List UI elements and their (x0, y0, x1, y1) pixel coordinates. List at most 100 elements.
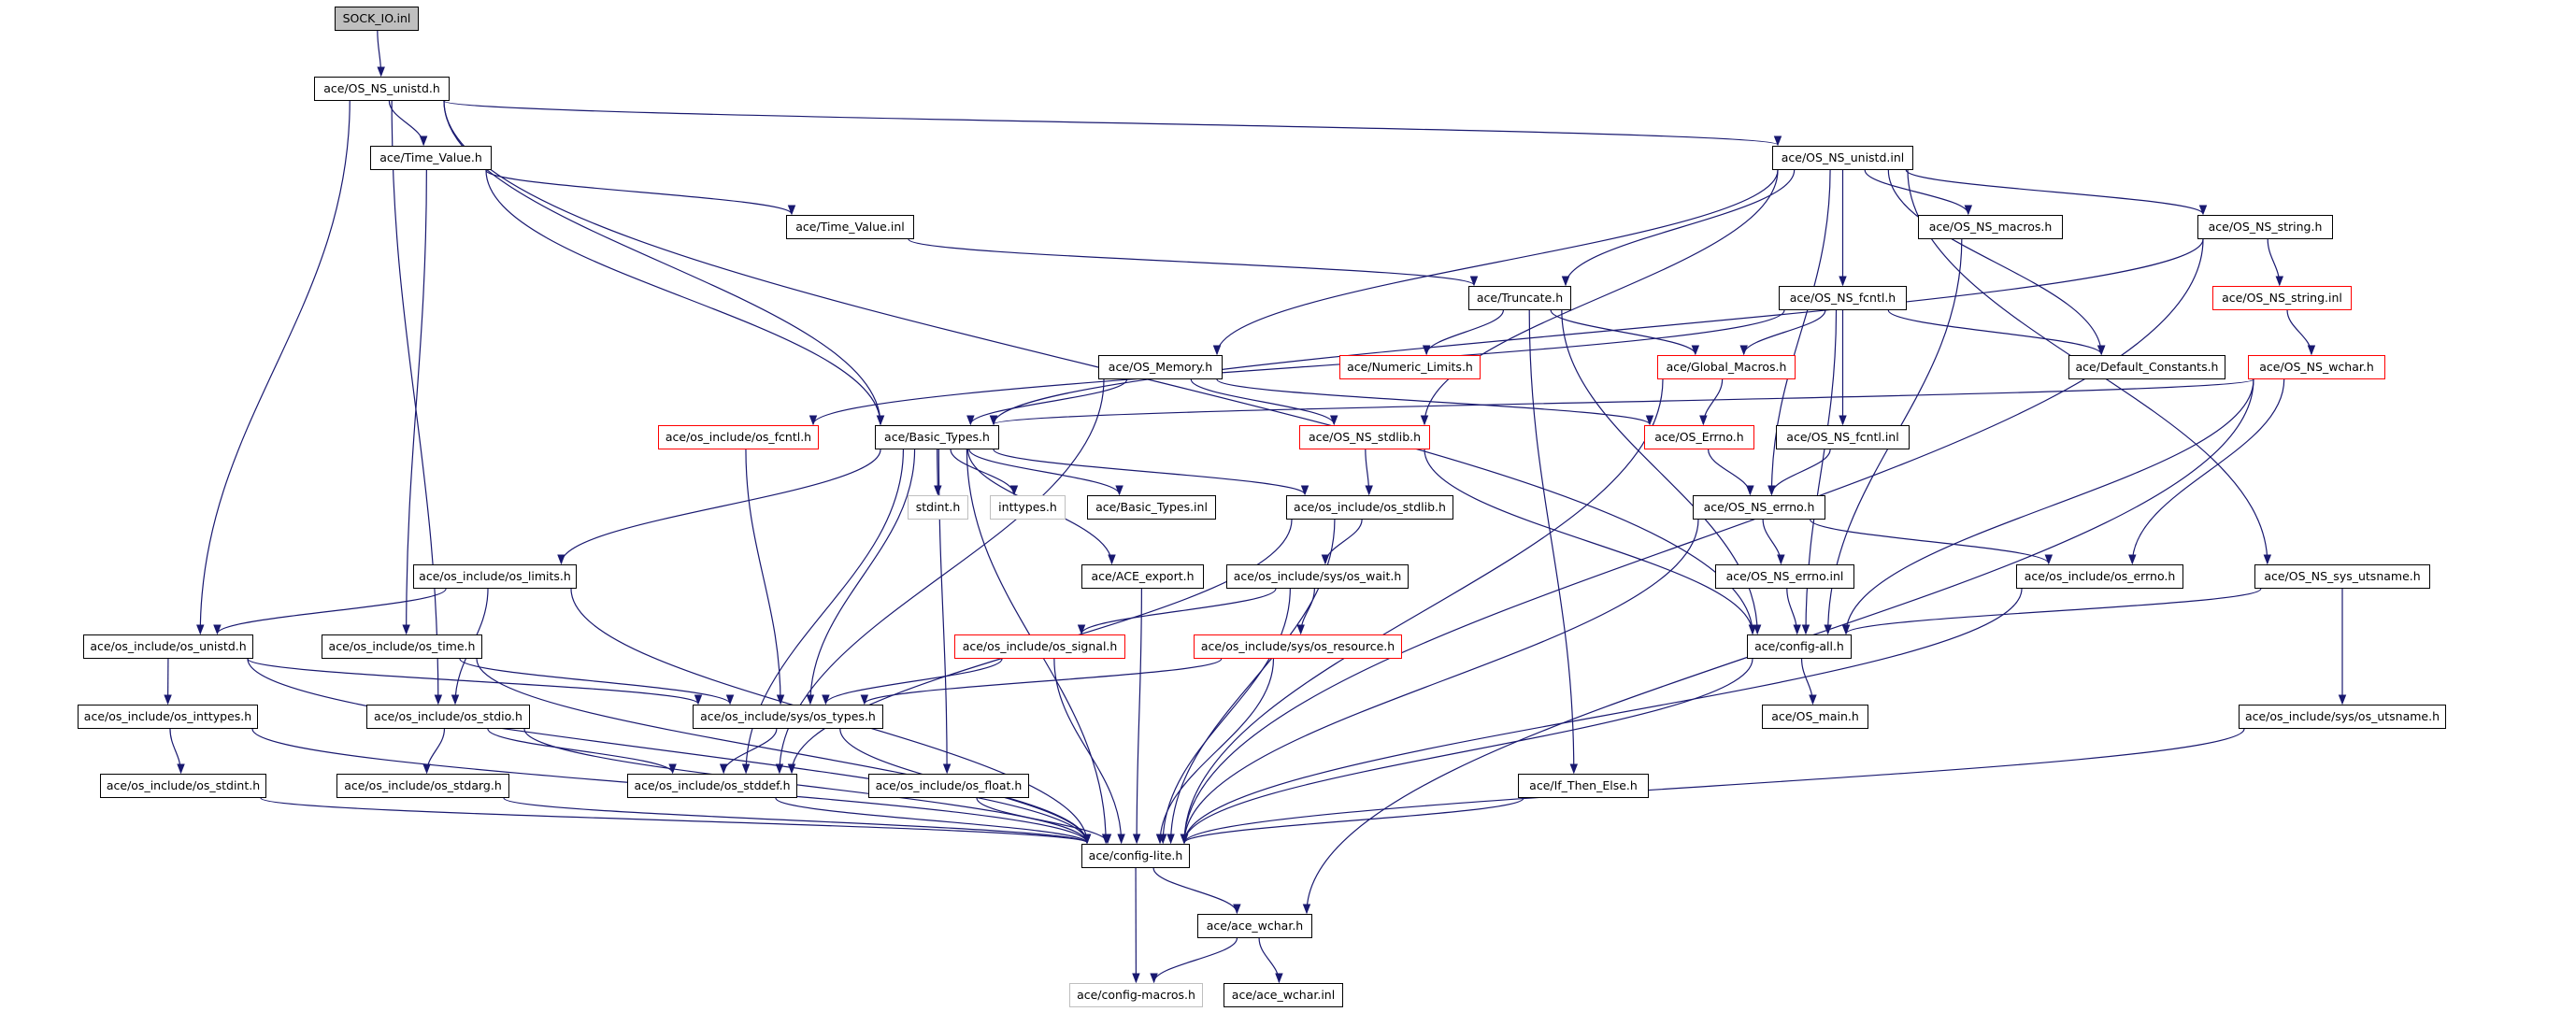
arrowhead-icon (1777, 554, 1785, 565)
graph-node-os-signal-h[interactable]: ace/os_include/os_signal.h (954, 634, 1125, 659)
graph-node-os-ns-sys-utsname-h[interactable]: ace/OS_NS_sys_utsname.h (2254, 564, 2430, 589)
edge-os-ns-unistd-h-to-os-unistd-h (199, 100, 351, 634)
arrowhead-icon (809, 415, 818, 426)
arrowhead-icon (434, 694, 443, 706)
graph-node-os-types-h[interactable]: ace/os_include/sys/os_types.h (693, 705, 883, 729)
graph-node-os-utsname-h[interactable]: ace/os_include/sys/os_utsname.h (2239, 705, 2446, 729)
graph-node-os-ns-errno-h[interactable]: ace/OS_NS_errno.h (1693, 495, 1825, 520)
edge-os-ns-errno-h-to-os-errno-h (1810, 519, 2050, 564)
edge-time-value-inl-to-truncate-h (908, 238, 1475, 286)
graph-node-os-float-h[interactable]: ace/os_include/os_float.h (868, 774, 1029, 798)
graph-node-inttypes-h[interactable]: inttypes.h (990, 495, 1066, 520)
edge-time-value-h-to-os-time-h (406, 169, 427, 634)
arrowhead-icon (1180, 834, 1189, 845)
graph-node-os-memory-h[interactable]: ace/OS_Memory.h (1098, 355, 1223, 379)
edge-os-ns-fcntl-h-to-global-macros-h (1743, 309, 1826, 355)
graph-node-os-resource-h[interactable]: ace/os_include/sys/os_resource.h (1194, 634, 1402, 659)
edge-os-unistd-h-to-os-types-h (247, 658, 699, 705)
graph-node-os-stdio-h[interactable]: ace/os_include/os_stdio.h (366, 705, 530, 729)
arrowhead-icon (1233, 904, 1241, 915)
edge-os-float-h-to-config-lite-h (976, 797, 1109, 844)
graph-node-os-ns-string-h[interactable]: ace/OS_NS_string.h (2197, 215, 2333, 239)
edge-os-ns-unistd-h-to-basic-types-h (443, 100, 881, 425)
graph-node-os-stddef-h[interactable]: ace/os_include/os_stddef.h (627, 774, 797, 798)
arrowhead-icon (2307, 345, 2316, 356)
arrowhead-icon (1166, 834, 1175, 845)
graph-node-os-ns-unistd-inl[interactable]: ace/OS_NS_unistd.inl (1772, 146, 1913, 170)
arrowhead-icon (966, 415, 975, 426)
edge-truncate-h-to-numeric-limits-h (1425, 309, 1504, 355)
graph-node-os-ns-errno-inl[interactable]: ace/OS_NS_errno.inl (1715, 564, 1854, 589)
graph-node-os-fcntl-h[interactable]: ace/os_include/os_fcntl.h (658, 425, 819, 449)
arrowhead-icon (164, 694, 172, 706)
graph-node-os-errno-h[interactable]: ace/os_include/os_errno.h (2016, 564, 2183, 589)
graph-node-os-wait-h[interactable]: ace/os_include/sys/os_wait.h (1226, 564, 1409, 589)
graph-node-config-macros-h[interactable]: ace/config-macros.h (1069, 983, 1203, 1007)
graph-node-global-macros-h[interactable]: ace/Global_Macros.h (1657, 355, 1796, 379)
arrowhead-icon (806, 694, 815, 706)
arrowhead-icon (1569, 763, 1579, 775)
edge-os-ns-unistd-inl-to-os-ns-stdlib-h (1424, 169, 1779, 425)
arrowhead-icon (1212, 345, 1222, 356)
edge-os-limits-h-to-os-unistd-h (216, 588, 447, 634)
graph-node-time-value-inl[interactable]: ace/Time_Value.inl (786, 215, 914, 239)
graph-node-os-stdarg-h[interactable]: ace/os_include/os_stdarg.h (336, 774, 509, 798)
graph-node-ace-wchar-h[interactable]: ace/ace_wchar.h (1197, 914, 1312, 938)
edge-os-memory-h-to-os-ns-stdlib-h (1190, 378, 1335, 425)
graph-node-config-all-h[interactable]: ace/config-all.h (1747, 634, 1852, 659)
edge-if-then-else-h-to-config-lite-h (1183, 797, 1524, 844)
edge-os-wait-h-to-os-signal-h (1080, 588, 1277, 634)
arrowhead-icon (1839, 415, 1847, 426)
arrowhead-icon (694, 694, 703, 706)
arrowhead-icon (1420, 415, 1429, 426)
arrowhead-icon (1117, 834, 1125, 845)
graph-node-stdint-h[interactable]: stdint.h (908, 495, 968, 520)
graph-node-os-main-h[interactable]: ace/OS_main.h (1762, 705, 1868, 729)
arrowhead-icon (377, 66, 385, 78)
arrowhead-icon (1321, 554, 1330, 565)
graph-node-os-ns-stdlib-h[interactable]: ace/OS_NS_stdlib.h (1299, 425, 1430, 449)
graph-node-time-value-h[interactable]: ace/Time_Value.h (370, 146, 492, 170)
arrowhead-icon (1155, 834, 1165, 845)
arrowhead-icon (1150, 973, 1158, 984)
graph-node-basic-types-inl[interactable]: ace/Basic_Types.inl (1087, 495, 1216, 520)
arrowhead-icon (1302, 904, 1311, 915)
edge-os-ns-unistd-inl-to-os-ns-errno-h (1770, 169, 1831, 495)
arrowhead-icon (1103, 834, 1112, 845)
edge-os-ns-unistd-inl-to-os-ns-macros-h (1864, 169, 1969, 215)
graph-node-if-then-else-h[interactable]: ace/If_Then_Else.h (1518, 774, 1649, 798)
graph-node-ace-wchar-inl[interactable]: ace/ace_wchar.inl (1224, 983, 1343, 1007)
graph-node-os-unistd-h[interactable]: ace/os_include/os_unistd.h (83, 634, 253, 659)
graph-node-os-time-h[interactable]: ace/os_include/os_time.h (322, 634, 482, 659)
edge-os-stdio-h-to-config-lite-h (523, 728, 1088, 844)
graph-node-os-ns-string-inl[interactable]: ace/OS_NS_string.inl (2212, 286, 2352, 310)
arrowhead-icon (725, 694, 735, 706)
arrowhead-icon (719, 763, 728, 775)
graph-node-os-ns-wchar-h[interactable]: ace/OS_NS_wchar.h (2248, 355, 2385, 379)
graph-node-os-errno-cap-h[interactable]: ace/OS_Errno.h (1644, 425, 1754, 449)
graph-node-config-lite-h[interactable]: ace/config-lite.h (1081, 844, 1190, 868)
edge-os-time-h-to-config-lite-h (476, 658, 1088, 844)
graph-node-numeric-limits-h[interactable]: ace/Numeric_Limits.h (1339, 355, 1481, 379)
edge-time-value-h-to-time-value-inl (485, 169, 793, 215)
graph-node-truncate-h[interactable]: ace/Truncate.h (1468, 286, 1571, 310)
graph-node-os-ns-macros-h[interactable]: ace/OS_NS_macros.h (1918, 215, 2063, 239)
arrowhead-icon (876, 415, 885, 426)
edge-os-errno-h-to-config-lite-h (1183, 588, 2023, 844)
graph-node-basic-types-h[interactable]: ace/Basic_Types.h (875, 425, 999, 449)
graph-node-os-stdlib-h[interactable]: ace/os_include/os_stdlib.h (1286, 495, 1453, 520)
graph-node-os-ns-fcntl-inl[interactable]: ace/OS_NS_fcntl.inl (1776, 425, 1910, 449)
graph-node-ace-export-h[interactable]: ace/ACE_export.h (1081, 564, 1204, 589)
graph-node-os-ns-unistd-h[interactable]: ace/OS_NS_unistd.h (314, 77, 450, 101)
arrowhead-icon (1275, 973, 1283, 984)
edge-os-ns-unistd-h-to-os-ns-unistd-inl (443, 100, 1779, 146)
graph-node-os-stdint-h[interactable]: ace/os_include/os_stdint.h (100, 774, 266, 798)
graph-node-os-inttypes-h[interactable]: ace/os_include/os_inttypes.h (78, 705, 258, 729)
arrowhead-icon (2128, 554, 2137, 565)
graph-node-os-ns-fcntl-h[interactable]: ace/OS_NS_fcntl.h (1779, 286, 1907, 310)
edge-os-ns-errno-h-to-config-lite-h (1183, 519, 1699, 844)
graph-node-os-limits-h[interactable]: ace/os_include/os_limits.h (413, 564, 577, 589)
edge-time-value-h-to-basic-types-h (485, 169, 881, 425)
graph-node-default-constants-h[interactable]: ace/Default_Constants.h (2068, 355, 2225, 379)
